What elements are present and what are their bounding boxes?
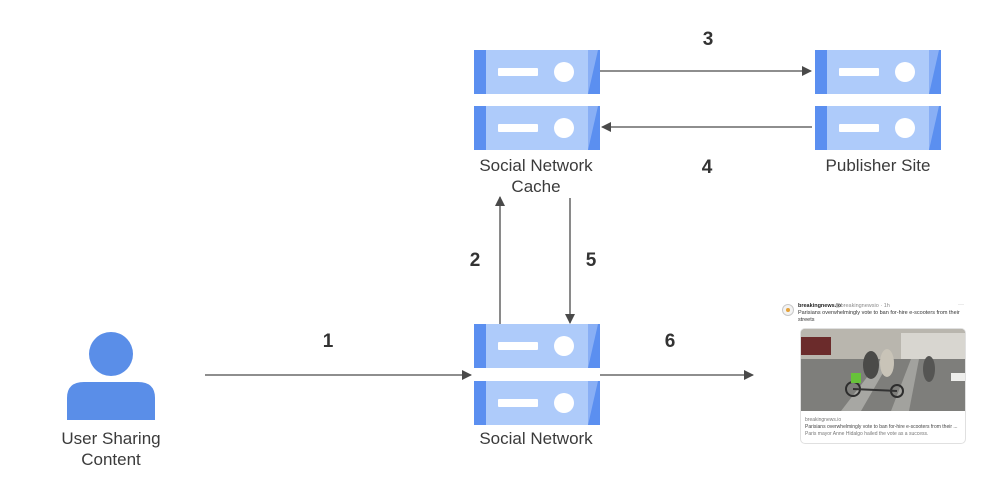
publisher-label: Publisher Site bbox=[825, 156, 931, 175]
cache-server-top bbox=[474, 50, 600, 94]
avatar bbox=[782, 304, 794, 316]
social-network-server-top bbox=[474, 324, 600, 368]
social-network-server-bottom bbox=[474, 381, 600, 425]
step-6: 6 bbox=[664, 331, 676, 352]
tweet-author-handle: @breakingnewsio · 1h bbox=[835, 303, 890, 309]
step-2: 2 bbox=[469, 250, 481, 271]
tweet-photo bbox=[801, 329, 965, 411]
link-domain: breakingnews.io bbox=[805, 417, 842, 423]
step-1: 1 bbox=[322, 331, 334, 352]
link-title: Parisians overwhelmingly vote to ban for… bbox=[805, 424, 958, 430]
step-4: 4 bbox=[701, 157, 713, 178]
user-label: User Sharing Content bbox=[61, 429, 161, 469]
cache-server-bottom bbox=[474, 106, 600, 150]
link-description: Paris mayor Anne Hidalgo hailed the vote… bbox=[805, 431, 929, 437]
tweet-preview: breakingnews.io @breakingnewsio · 1h ···… bbox=[780, 302, 968, 444]
step-5: 5 bbox=[585, 250, 597, 271]
social-network-label: Social Network bbox=[479, 429, 593, 448]
tweet-link-card: breakingnews.io Parisians overwhelmingly… bbox=[800, 328, 966, 444]
cache-label: Social Network Cache bbox=[479, 156, 593, 196]
publisher-server-bottom bbox=[815, 106, 941, 150]
tweet-author-name: breakingnews.io bbox=[798, 303, 842, 309]
tweet-header: breakingnews.io @breakingnewsio · 1h ···… bbox=[780, 302, 968, 328]
publisher-server-top bbox=[815, 50, 941, 94]
more-icon: ··· bbox=[958, 302, 964, 308]
tweet-text: Parisians overwhelmingly vote to ban for… bbox=[798, 310, 960, 323]
user-icon bbox=[67, 332, 155, 420]
step-3: 3 bbox=[702, 29, 714, 50]
